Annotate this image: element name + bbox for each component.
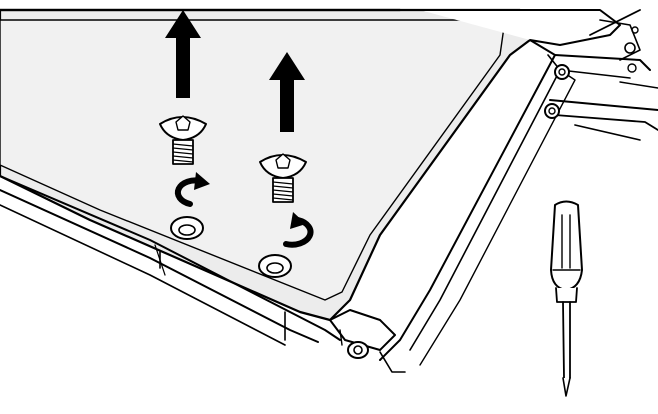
screw-left: [159, 115, 207, 165]
hinge-bracket: [419, 9, 658, 141]
screwdriver-icon: [550, 200, 583, 397]
screw-hole-right: [258, 254, 292, 278]
hinge-corner: [329, 309, 406, 373]
rotate-ccw-icon: [283, 212, 314, 248]
arrow-up-icon: [269, 52, 305, 132]
device-edge-rail: [0, 175, 341, 346]
screw-hole-left: [170, 216, 204, 240]
arrow-up-icon: [165, 10, 201, 98]
rotate-ccw-icon: [174, 172, 210, 207]
screw-right: [259, 153, 307, 203]
